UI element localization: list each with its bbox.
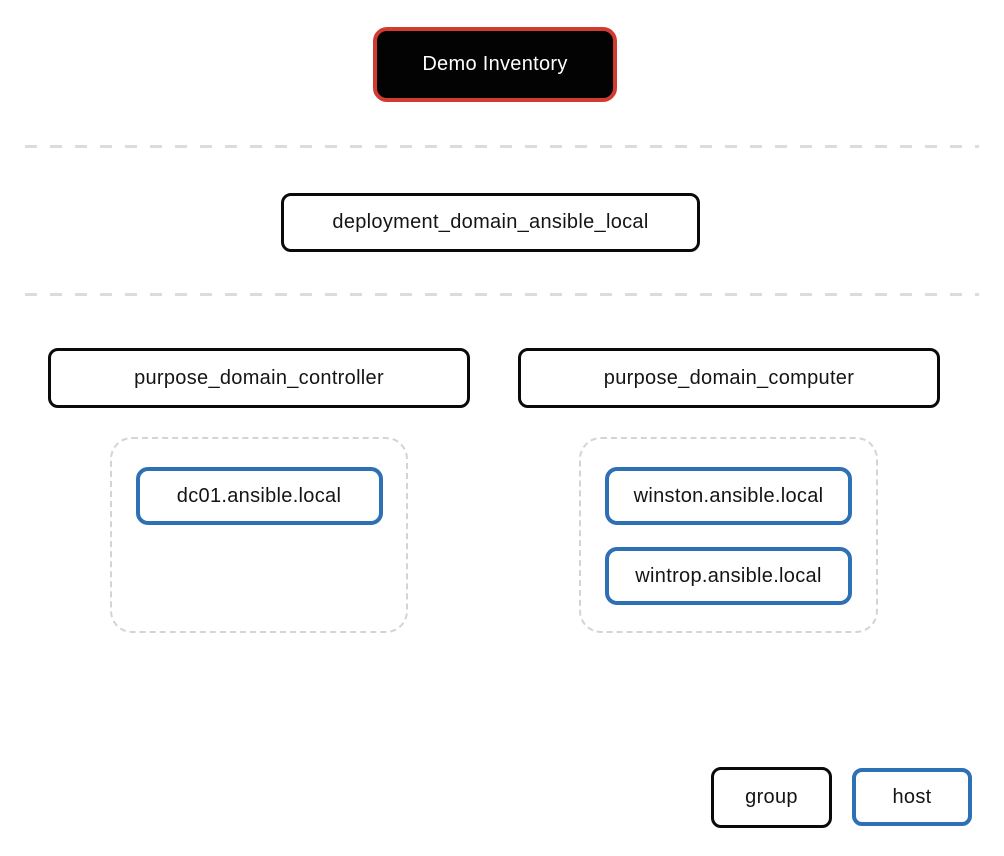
group-node-purpose-domain-controller: purpose_domain_controller — [48, 348, 470, 408]
host-group-container-computer: winston.ansible.local wintrop.ansible.lo… — [579, 437, 878, 633]
host-node-winston: winston.ansible.local — [605, 467, 852, 525]
host-group-container-controller: dc01.ansible.local — [110, 437, 408, 633]
host-node-wintrop: wintrop.ansible.local — [605, 547, 852, 605]
level-separator-line — [25, 293, 979, 296]
legend-host-swatch: host — [852, 768, 972, 826]
level-separator-line — [25, 145, 979, 148]
group-node-purpose-domain-computer: purpose_domain_computer — [518, 348, 940, 408]
legend-group-swatch: group — [711, 767, 832, 828]
inventory-node: Demo Inventory — [373, 27, 617, 102]
group-node-deployment-domain: deployment_domain_ansible_local — [281, 193, 700, 252]
host-node-dc01: dc01.ansible.local — [135, 467, 383, 525]
